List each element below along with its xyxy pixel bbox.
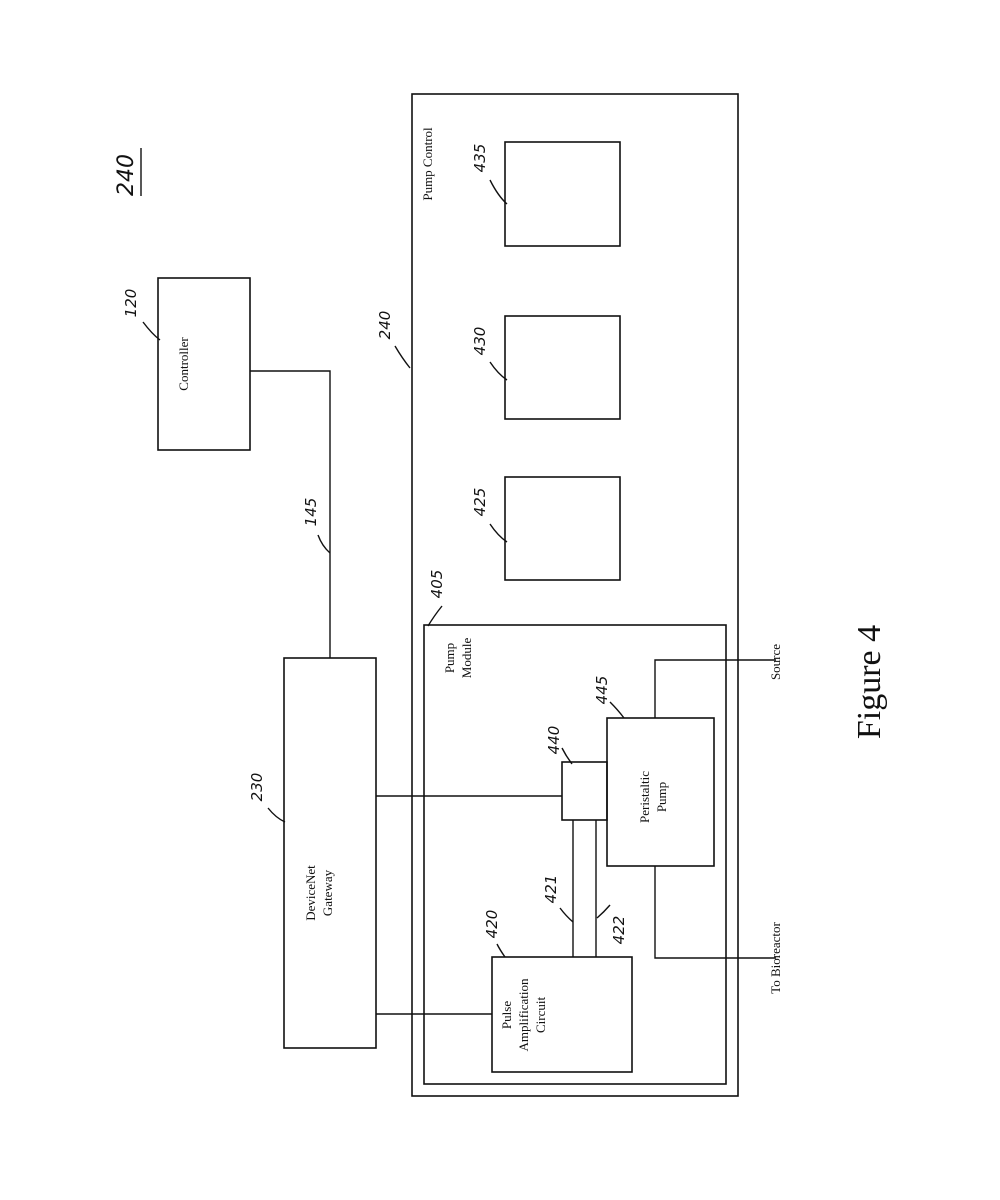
figure-ref-number: 240 xyxy=(114,154,139,196)
to-bioreactor-label: To Bioreactor xyxy=(768,922,783,994)
module-block-430 xyxy=(505,316,620,419)
module-block-425 xyxy=(505,477,620,580)
peristaltic-ref-leader xyxy=(610,702,624,718)
pump-control-label: Pump Control xyxy=(420,127,435,201)
pulse-circuit-ref: 420 xyxy=(483,910,501,939)
pump-module-ref-leader xyxy=(428,606,442,626)
module-block-435 xyxy=(505,142,620,246)
controller-ref: 120 xyxy=(122,289,140,318)
link-ref-leader xyxy=(318,535,330,553)
pump-control-block xyxy=(412,94,738,1096)
pulse-label-line1: Pulse xyxy=(499,1001,514,1029)
pump-module-label-line1: Pump xyxy=(442,643,457,673)
wire-422-ref-leader xyxy=(597,905,610,918)
controller-label: Controller xyxy=(176,337,191,391)
peristaltic-ref: 445 xyxy=(593,676,611,705)
wire-421-ref: 421 xyxy=(542,875,560,904)
block-430-ref: 430 xyxy=(471,327,489,356)
gateway-label-line2: Gateway xyxy=(320,869,335,916)
wire-422-ref: 422 xyxy=(610,916,628,945)
link-ref: 145 xyxy=(302,498,320,527)
pulse-circuit-ref-leader xyxy=(497,944,505,957)
pulse-label-line3: Circuit xyxy=(533,997,548,1033)
pump-module-ref: 405 xyxy=(428,570,446,599)
pump-control-ref: 240 xyxy=(376,311,394,340)
pump-module-label-line2: Module xyxy=(459,638,474,679)
source-line xyxy=(655,660,776,718)
wire-421-ref-leader xyxy=(560,908,573,922)
gateway-ref: 230 xyxy=(248,773,266,802)
block-425-ref: 425 xyxy=(471,488,489,517)
interface-ref: 440 xyxy=(545,726,563,755)
bioreactor-line xyxy=(655,866,776,958)
source-label: Source xyxy=(768,644,783,680)
interface-block xyxy=(562,762,607,820)
pulse-label-line2: Amplification xyxy=(516,978,531,1051)
gateway-label-line1: DeviceNet xyxy=(303,865,318,921)
pump-control-ref-leader xyxy=(395,346,410,368)
controller-block xyxy=(158,278,250,450)
pump-module-block xyxy=(424,625,726,1084)
gateway-ref-leader xyxy=(268,808,285,822)
block-435-ref: 435 xyxy=(471,144,489,173)
devicenet-gateway-block xyxy=(284,658,376,1048)
figure-caption: Figure 4 xyxy=(851,625,888,739)
peristaltic-label-line1: Peristaltic xyxy=(637,771,652,823)
peristaltic-label-line2: Pump xyxy=(654,782,669,812)
